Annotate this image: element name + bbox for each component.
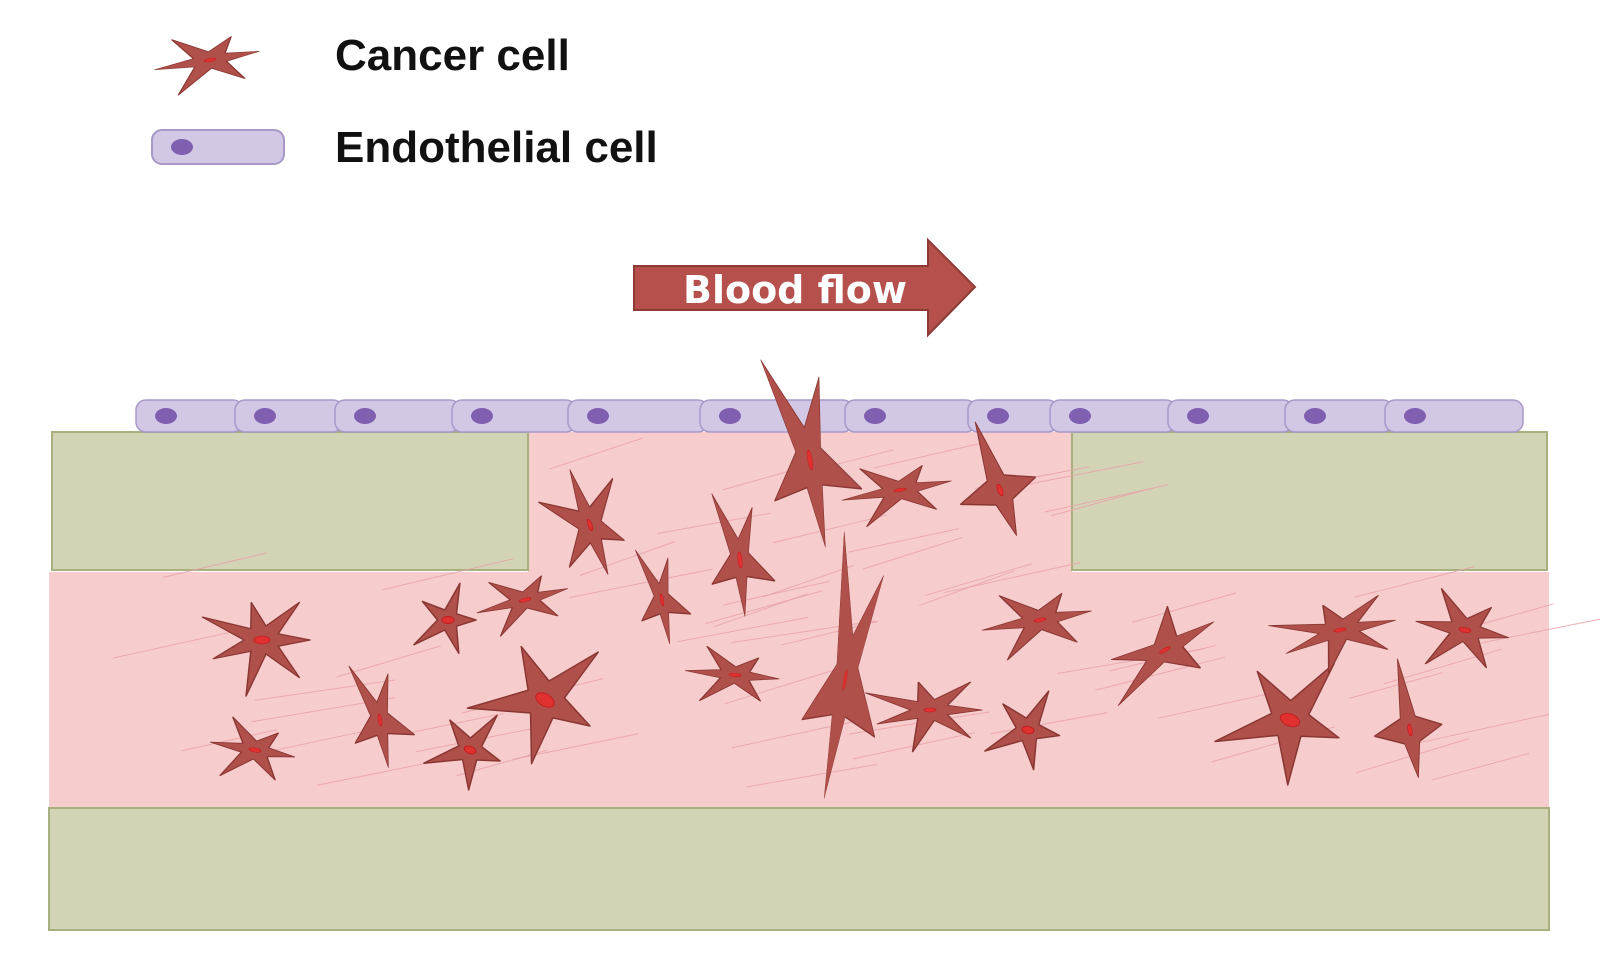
- cancer-cell: [981, 592, 1092, 661]
- fiber: [848, 528, 960, 553]
- tissue-block-bottom: [48, 807, 1550, 931]
- cancer-cell: [201, 601, 311, 697]
- endothelial-cell: [567, 399, 709, 433]
- fiber: [1023, 461, 1144, 486]
- fiber: [772, 514, 888, 544]
- fiber: [112, 631, 230, 659]
- cancer-cell: [801, 531, 884, 799]
- endothelial-cell: [334, 399, 461, 433]
- fiber: [579, 541, 675, 576]
- cancer-cell: [538, 469, 625, 575]
- cancer-cell: [1374, 658, 1443, 779]
- endothelial-cell-icon: [151, 129, 285, 165]
- fiber: [762, 565, 854, 598]
- cancer-cell: [684, 645, 780, 702]
- cancer-cell-icon: [154, 36, 260, 96]
- cancer-cell: [1415, 588, 1510, 669]
- cancer-cell: [841, 465, 952, 528]
- fiber: [1413, 713, 1549, 745]
- fiber: [990, 712, 1108, 735]
- fiber: [316, 761, 434, 786]
- fiber: [381, 558, 514, 591]
- cancer-cell: [476, 575, 569, 637]
- fiber: [1480, 618, 1600, 644]
- fiber: [1131, 592, 1236, 623]
- cancer-cell: [209, 716, 296, 781]
- blood-flow-arrow: Blood flow: [633, 237, 977, 338]
- fiber: [677, 616, 809, 643]
- cancer-cell: [1268, 595, 1396, 674]
- cancer-cell: [348, 665, 415, 769]
- cancer-cells: [201, 359, 1510, 799]
- fiber: [746, 764, 877, 788]
- fiber: [863, 536, 963, 570]
- endothelial-cell: [967, 399, 1059, 433]
- fiber: [1354, 566, 1475, 598]
- fiber: [705, 590, 822, 625]
- endothelial-cell: [234, 399, 344, 433]
- fiber: [162, 552, 267, 578]
- endothelial-cell: [1284, 399, 1394, 433]
- cancer-cell: [864, 681, 983, 753]
- legend-label-endothelial-cell: Endothelial cell: [335, 123, 658, 172]
- endothelial-cell: [451, 399, 577, 433]
- cancer-cell: [154, 36, 260, 96]
- fiber: [549, 437, 644, 470]
- fiber: [944, 562, 1080, 594]
- cancer-cell: [984, 690, 1061, 771]
- fiber: [919, 570, 1015, 607]
- tissue: [48, 431, 1600, 931]
- tissue-block-right: [1071, 431, 1548, 571]
- fiber: [1095, 656, 1225, 691]
- cancer-cell: [1110, 605, 1215, 706]
- fiber: [254, 679, 396, 701]
- fiber: [924, 563, 1032, 597]
- fiber: [1051, 487, 1154, 517]
- cancer-cell: [466, 645, 599, 765]
- fiber: [336, 645, 441, 678]
- legend-label-cancer-cell: Cancer cell: [335, 31, 570, 80]
- endothelial-cell: [135, 399, 244, 433]
- endothelial-cell: [1049, 399, 1177, 433]
- fiber: [181, 729, 277, 752]
- cancer-cell: [423, 714, 501, 791]
- endothelial-cell: [1384, 399, 1524, 433]
- fiber: [724, 669, 835, 705]
- endothelial-cell: [1167, 399, 1294, 433]
- tissue-block-left: [51, 431, 529, 571]
- endothelial-cell: [844, 399, 977, 433]
- vessel-matrix: [49, 572, 1549, 808]
- cancer-cell: [959, 421, 1037, 536]
- cancer-cell: [635, 549, 692, 645]
- cancer-cell: [1214, 662, 1340, 786]
- endothelial-layer: [135, 399, 1524, 433]
- blood-flow-label: Blood flow: [683, 268, 907, 312]
- legend: Cancer cell Endothelial cell: [151, 31, 658, 172]
- fiber: [1431, 752, 1530, 781]
- cancer-cell: [760, 359, 863, 548]
- fiber: [873, 442, 984, 469]
- fiber: [568, 568, 713, 599]
- fiber: [1349, 672, 1443, 699]
- fiber: [1158, 691, 1279, 719]
- endothelial-cell: [699, 399, 854, 433]
- cancer-cell: [413, 582, 477, 655]
- cancer-cell: [711, 493, 776, 617]
